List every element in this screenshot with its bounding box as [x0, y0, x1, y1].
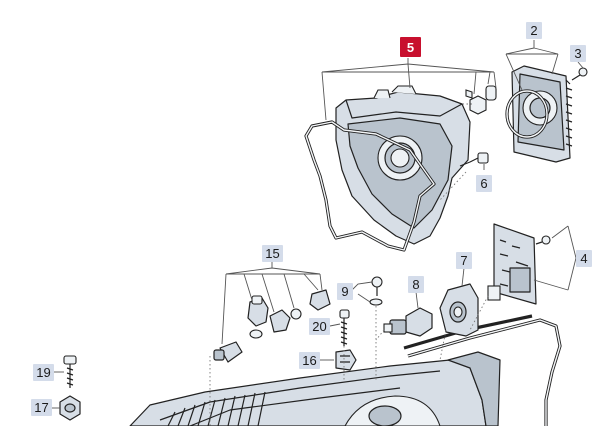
housing-cover-part-5	[335, 85, 471, 245]
bracket-part-7	[439, 283, 479, 337]
part-label-7[interactable]: 7	[456, 252, 472, 269]
part-label-8[interactable]: 8	[408, 276, 424, 293]
part-label-19[interactable]: 19	[33, 364, 54, 381]
part-label-17[interactable]: 17	[31, 399, 52, 416]
control-unit-part-2	[505, 65, 573, 163]
part-label-16[interactable]: 16	[299, 352, 320, 369]
clip-part-16	[335, 349, 357, 371]
circuit-board-part-4	[487, 223, 551, 305]
actuator-part-8	[383, 307, 433, 337]
part-label-2[interactable]: 2	[526, 22, 542, 39]
cover-gasket	[304, 120, 436, 252]
cover-fasteners	[465, 85, 497, 115]
screw-part-6	[459, 152, 489, 167]
part-label-5[interactable]: 5	[400, 37, 421, 57]
part-label-3[interactable]: 3	[570, 45, 586, 62]
part-label-20[interactable]: 20	[309, 318, 330, 335]
screw-part-9	[369, 276, 383, 306]
adjuster-group-part-15	[213, 289, 331, 363]
part-label-6[interactable]: 6	[476, 175, 492, 192]
nut-part-17	[59, 395, 81, 421]
screw-part-3	[571, 67, 588, 81]
bolt-part-20	[339, 309, 350, 346]
part-label-9[interactable]: 9	[337, 283, 353, 300]
headlight-housing	[129, 351, 501, 427]
part-label-4[interactable]: 4	[576, 250, 592, 267]
part-label-15[interactable]: 15	[262, 245, 283, 262]
screw-part-19	[63, 355, 77, 388]
